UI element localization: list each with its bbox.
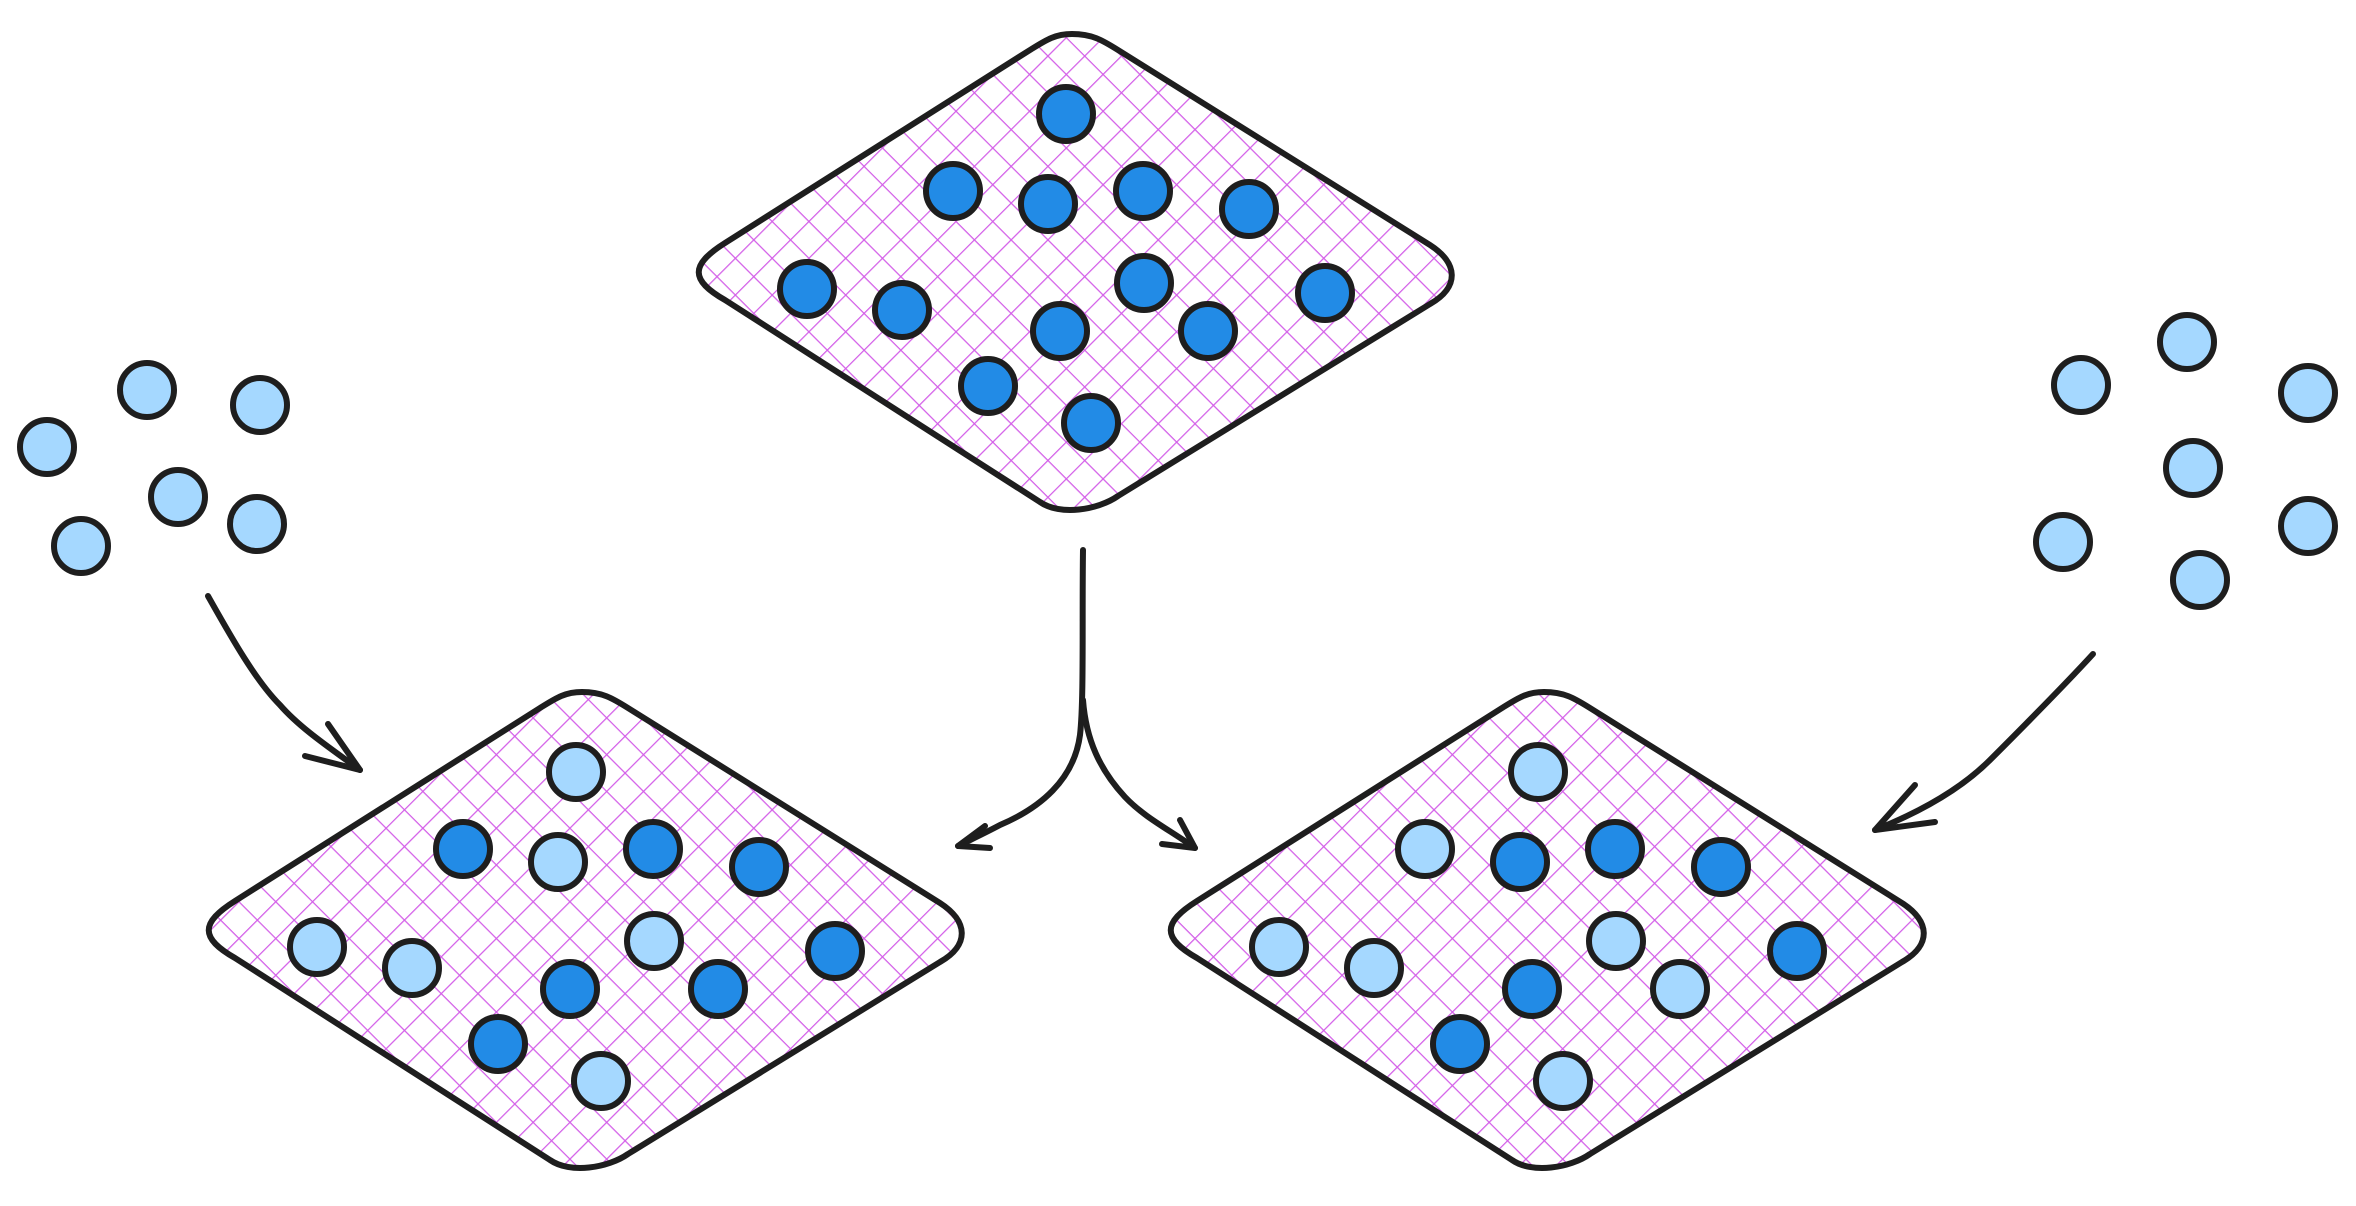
bottom-left-node-dark — [468, 1014, 528, 1074]
bottom-right-node-light — [1249, 917, 1309, 977]
bottom-right-node-dark — [1502, 959, 1562, 1019]
bottom-right-node-light — [1586, 911, 1646, 971]
bottom-left-node-light — [382, 938, 442, 998]
top-node-dark — [1113, 161, 1173, 221]
top-node-dark — [777, 259, 837, 319]
left-cluster-node — [51, 516, 111, 576]
bottom-left-node-dark — [729, 837, 789, 897]
bottom-right-panel — [1167, 689, 1927, 1171]
left-cluster-nodes — [17, 360, 290, 576]
top-node-dark — [1036, 84, 1096, 144]
bottom-right-node-light — [1395, 819, 1455, 879]
top-node-dark — [1295, 263, 1355, 323]
bottom-right-panel-nodes — [1249, 742, 1827, 1111]
bottom-left-node-light — [528, 832, 588, 892]
top-node-dark — [1114, 253, 1174, 313]
bottom-left-node-light — [571, 1051, 631, 1111]
bottom-left-node-dark — [623, 819, 683, 879]
bottom-left-panel — [205, 689, 965, 1171]
top-node-dark — [872, 280, 932, 340]
right-cluster-nodes — [2033, 312, 2338, 610]
right-cluster-node — [2051, 355, 2111, 415]
right-cluster-node — [2278, 496, 2338, 556]
arrow-left-cluster-to-bottom-left — [205, 593, 363, 773]
top-node-dark — [1219, 179, 1279, 239]
bottom-left-node-light — [546, 742, 606, 802]
top-panel-shape — [695, 31, 1455, 513]
bottom-right-node-dark — [1430, 1014, 1490, 1074]
top-node-dark — [1030, 301, 1090, 361]
bottom-right-node-light — [1533, 1051, 1593, 1111]
bottom-left-node-dark — [688, 959, 748, 1019]
bottom-right-panel-shape — [1167, 689, 1927, 1171]
bottom-right-node-dark — [1585, 819, 1645, 879]
bottom-right-node-dark — [1767, 921, 1827, 981]
bottom-right-node-light — [1508, 742, 1568, 802]
left-cluster-node — [148, 467, 208, 527]
right-cluster-node — [2033, 512, 2093, 572]
left-cluster-node — [117, 360, 177, 420]
arrow-right-cluster-to-bottom-right — [1872, 651, 2096, 833]
top-node-dark — [1018, 174, 1078, 234]
right-cluster-node — [2163, 438, 2223, 498]
bottom-left-panel-shape — [205, 689, 965, 1171]
arrow-top-to-bottom-right — [1080, 697, 1198, 851]
top-panel — [695, 31, 1455, 513]
bottom-left-node-dark — [540, 959, 600, 1019]
left-cluster-node — [17, 417, 77, 477]
arrow-top-to-bottom-left — [955, 547, 1086, 851]
bottom-left-node-dark — [805, 921, 865, 981]
left-cluster-node — [227, 494, 287, 554]
bottom-left-node-dark — [433, 819, 493, 879]
top-node-dark — [1178, 301, 1238, 361]
bottom-right-node-light — [1650, 959, 1710, 1019]
bottom-right-node-light — [1344, 938, 1404, 998]
left-cluster-node — [230, 375, 290, 435]
right-cluster-node — [2157, 312, 2217, 372]
right-cluster-node — [2278, 363, 2338, 423]
bottom-left-panel-nodes — [287, 742, 865, 1111]
bottom-right-node-dark — [1691, 837, 1751, 897]
bottom-left-node-light — [287, 917, 347, 977]
right-cluster-node — [2170, 550, 2230, 610]
bottom-left-node-light — [624, 911, 684, 971]
top-node-dark — [923, 161, 983, 221]
top-node-dark — [1061, 393, 1121, 453]
top-panel-nodes — [777, 84, 1355, 453]
bottom-right-node-dark — [1490, 832, 1550, 892]
top-node-dark — [958, 356, 1018, 416]
